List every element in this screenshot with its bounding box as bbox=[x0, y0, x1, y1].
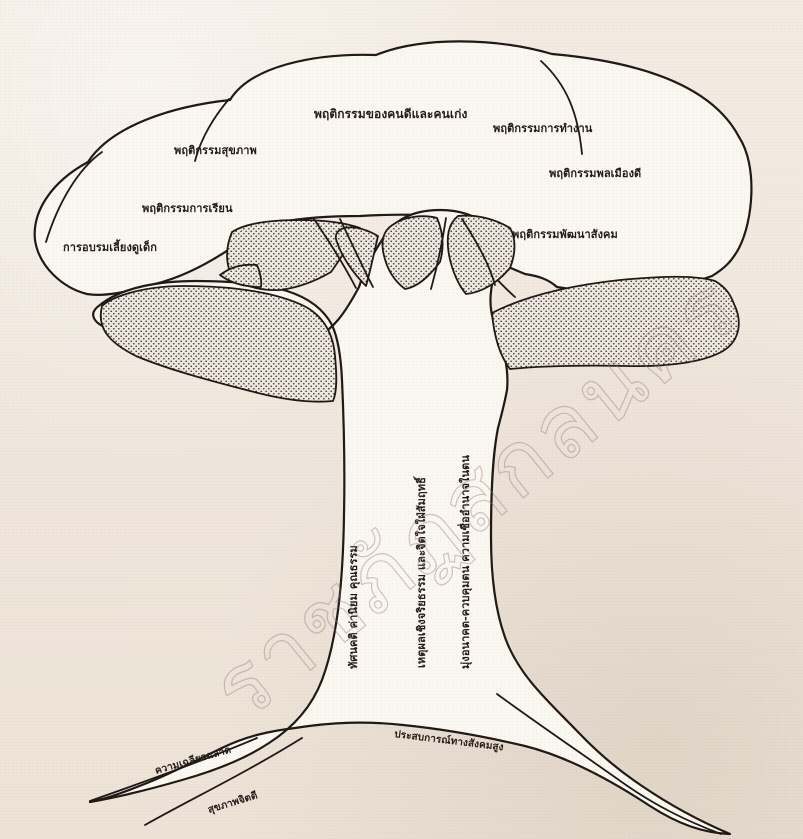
label-work: พฤติกรรมการทำงาน bbox=[493, 122, 593, 135]
label-learning: พฤติกรรมการเรียน bbox=[142, 202, 233, 215]
label-top: พฤติกรรมของคนดีและคนเก่ง bbox=[314, 107, 467, 121]
label-care: การอบรมเลี้ยงดูเด็ก bbox=[63, 239, 157, 255]
label-health: พฤติกรรมสุขภาพ bbox=[174, 144, 257, 158]
label-society: พฤติกรรมพัฒนาสังคม bbox=[512, 228, 618, 241]
label-root-left-bottom: สุขภาพจิตดี bbox=[206, 789, 259, 816]
shaded-right-branch bbox=[448, 216, 515, 294]
label-citizen: พฤติกรรมพลเมืองดี bbox=[549, 167, 641, 180]
